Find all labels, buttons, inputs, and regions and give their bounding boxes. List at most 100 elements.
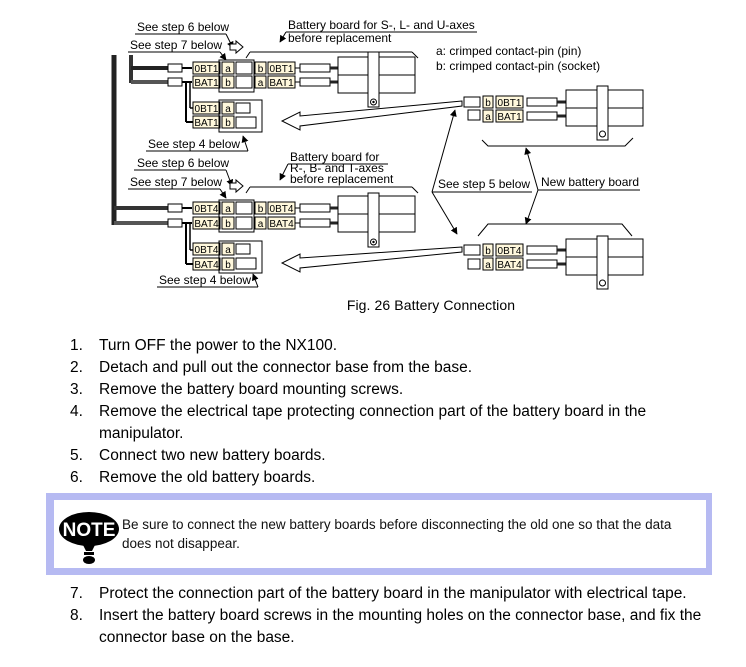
diagram-shape [467, 258, 481, 270]
diagram-shape [482, 109, 494, 123]
diagram-shape [192, 257, 221, 271]
diagram-shape [481, 137, 634, 147]
diagram-shape [411, 51, 419, 59]
diagram-label: See step 6 below [137, 156, 229, 170]
diagram-shape [218, 59, 255, 93]
diagram-shape [495, 257, 524, 271]
diagram-label: BAT1 [194, 118, 219, 129]
callout-step5: See step 5 below [438, 177, 530, 191]
diagram-shape [431, 191, 458, 235]
diagram-shape [482, 243, 494, 257]
diagram-label: b [225, 260, 231, 271]
diagram-shape [221, 242, 235, 256]
diagram-shape [221, 101, 235, 115]
diagram-label: b [258, 64, 264, 75]
diagram-shape [221, 257, 235, 271]
diagram-label: a [258, 78, 264, 89]
diagram-shape [599, 130, 606, 138]
diagram-shape [495, 95, 524, 109]
step-item: 8.Insert the battery board screws in the… [70, 607, 702, 646]
diagram-shape [495, 109, 524, 123]
board-bottom-title: Battery board for [290, 150, 379, 164]
diagram-shape [463, 96, 481, 108]
diagram-shape [235, 116, 257, 129]
diagram-shape [299, 218, 331, 228]
top-callouts: See step 6 below See step 7 below Batter… [128, 18, 600, 152]
diagram-shape [431, 109, 457, 193]
diagram-shape [235, 75, 253, 89]
procedure-steps-1: 1.Turn OFF the power to the NX100. 2.Det… [70, 335, 710, 489]
diagram-shape [218, 240, 263, 274]
diagram-shape [411, 186, 419, 194]
middle-callouts: See step 5 below New battery board [431, 109, 640, 235]
callout-step6: See step 6 below [137, 20, 229, 34]
step-item: 2.Detach and pull out the connector base… [70, 359, 473, 376]
diagram-shape [254, 201, 267, 215]
callout-new-board: New battery board [541, 175, 639, 189]
diagram-shape [218, 199, 255, 233]
diagram-shape [192, 101, 221, 115]
diagram-shape [167, 218, 183, 228]
legend-pin-b: b: crimped contact-pin (socket) [436, 59, 600, 73]
diagram-shape [192, 242, 221, 256]
diagram-label: a [225, 104, 231, 115]
diagram-label: 0BT1 [270, 64, 294, 75]
diagram-shape [219, 51, 227, 61]
diagram-shape [596, 85, 609, 141]
step-item: 1.Turn OFF the power to the NX100. [70, 337, 338, 354]
diagram-shape [167, 203, 183, 213]
diagram-shape [596, 235, 609, 290]
diagram-shape [221, 61, 235, 75]
step-item: 6.Remove the old battery boards. [70, 469, 316, 486]
note-text: Be sure to connect the new battery board… [122, 517, 672, 551]
diagram-label: b [225, 118, 231, 129]
legend-pin-a: a: crimped contact-pin (pin) [436, 44, 581, 58]
diagram-shape [167, 77, 183, 87]
diagram-label: 0BT4 [195, 245, 219, 256]
diagram-shape [235, 243, 251, 255]
diagram-shape [192, 115, 221, 129]
diagram-shape [221, 115, 235, 129]
diagram-label: before replacement [288, 31, 392, 45]
diagram-shape [229, 39, 244, 55]
cable-bus [111, 55, 133, 225]
diagram-shape [235, 102, 251, 114]
callout-step4: See step 4 below [148, 137, 240, 151]
diagram-shape [235, 201, 253, 215]
diagram-label: b [485, 246, 491, 257]
diagram-shape [221, 216, 235, 230]
bottom-callouts: See step 6 below See step 7 below Batter… [128, 150, 419, 288]
diagram-shape [219, 188, 227, 199]
diagram-shape [254, 216, 267, 230]
procedure-steps-2: 7.Protect the connection part of the bat… [70, 583, 730, 649]
diagram-label: 0BT1 [498, 98, 522, 109]
diagram-label: a [258, 219, 264, 230]
diagram-label: b [258, 204, 264, 215]
step-item: 5.Connect two new battery boards. [70, 447, 326, 464]
diagram-label: b [225, 219, 231, 230]
diagram-shape [280, 100, 463, 131]
diagram-label: BAT4 [194, 260, 219, 271]
callout-step7: See step 7 below [130, 38, 222, 52]
diagram-label: BAT4 [497, 260, 522, 271]
diagram-label: See step 4 below [159, 273, 251, 287]
diagram-shape [495, 243, 524, 257]
diagram-shape [254, 61, 267, 75]
diagram-label: b [485, 98, 491, 109]
diagram-shape [221, 201, 235, 215]
diagram-label: b [225, 78, 231, 89]
diagram-shape [221, 75, 235, 89]
diagram-shape [482, 95, 494, 109]
diagram-shape [467, 109, 481, 121]
connector-label: 0BT1 [195, 64, 219, 75]
battery-connection-diagram: 0BT1 BAT1 a b b a 0BT1 BAT1 [111, 18, 644, 290]
new-battery-board-bottom: b a 0BT4 BAT4 [463, 223, 644, 290]
diagram-shape [482, 257, 494, 271]
diagram-label: a [485, 260, 491, 271]
diagram-shape [299, 203, 331, 213]
note-icon: NOTE [59, 512, 119, 564]
diagram-shape [299, 63, 331, 73]
diagram-shape [279, 163, 289, 181]
diagram-shape [477, 223, 633, 237]
diagram-shape [192, 201, 221, 215]
